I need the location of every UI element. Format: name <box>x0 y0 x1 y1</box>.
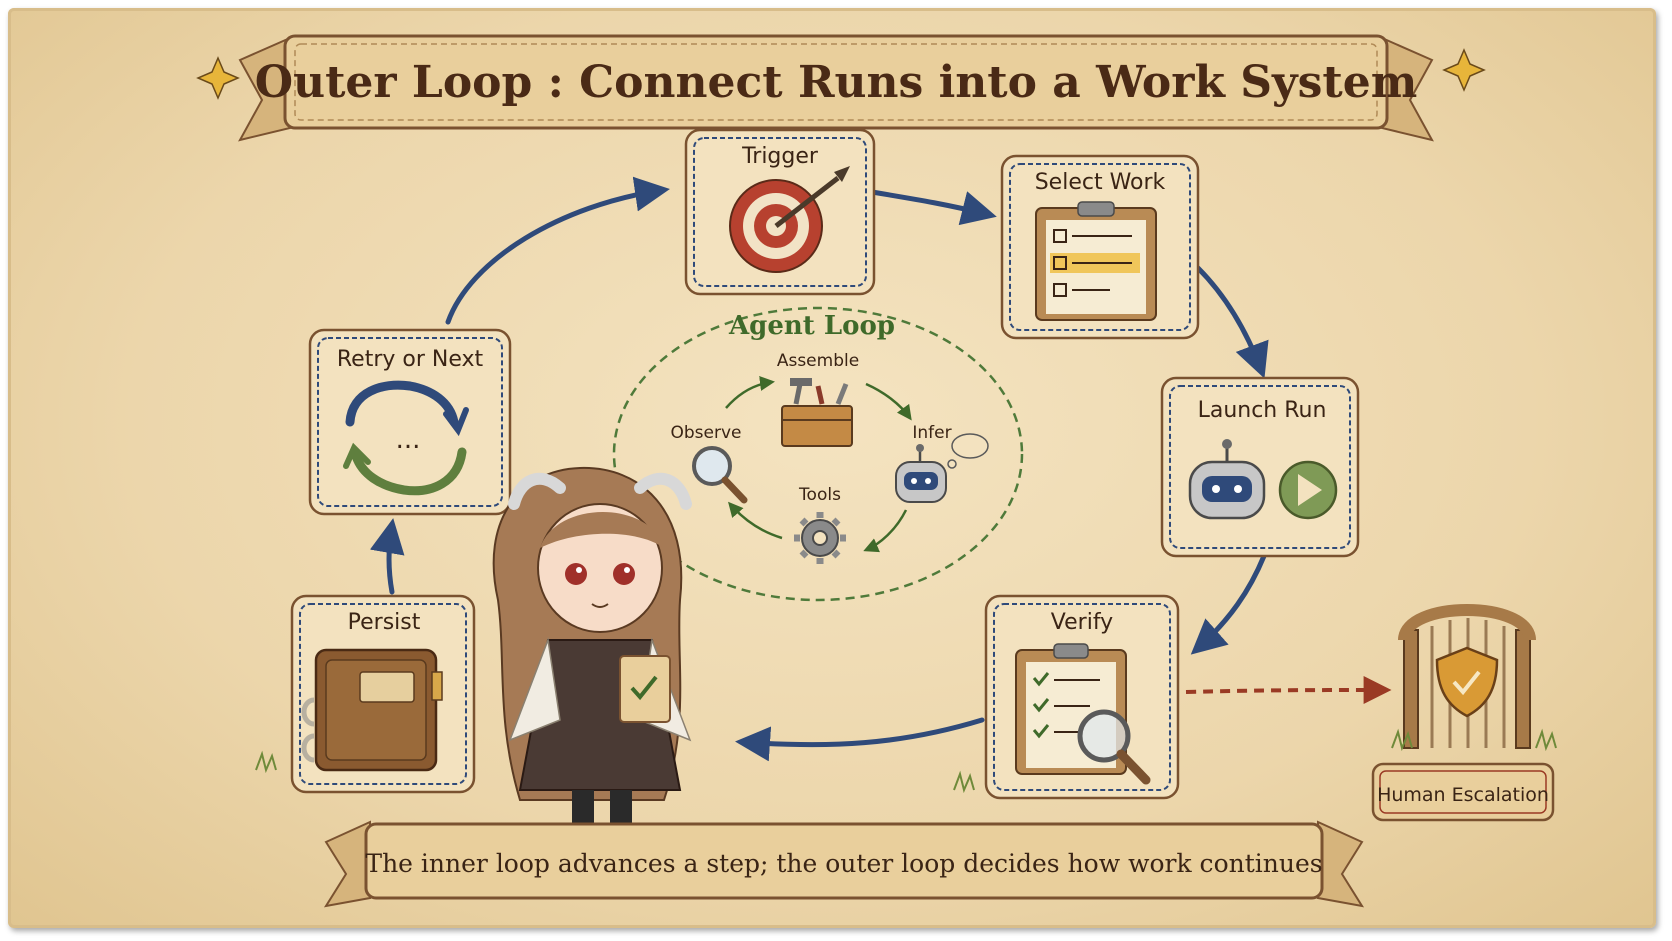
agent-loop: Agent Loop Assemble Infer <box>612 306 1024 602</box>
agent-step-assemble-label: Assemble <box>777 351 859 371</box>
target-icon <box>729 166 850 273</box>
agent-step-infer-label: Infer <box>912 423 951 443</box>
robot-icon <box>1188 439 1266 520</box>
step-retry-or-next: Retry or Next ... <box>308 328 512 516</box>
step-verify: Verify <box>984 594 1180 800</box>
step-select-work-label: Select Work <box>1035 170 1166 195</box>
agent-step-tools-label: Tools <box>798 485 841 505</box>
small-robot-icon <box>895 433 989 503</box>
step-persist: Persist <box>290 594 476 794</box>
escalation: Human Escalation <box>1185 604 1555 822</box>
sparkle-icon <box>196 48 1486 100</box>
agent-loop-arrows <box>725 376 912 553</box>
step-retry-or-next-label: Retry or Next <box>337 347 484 372</box>
page-title: Outer Loop : Connect Runs into a Work Sy… <box>255 57 1418 108</box>
clipboard-checklist-icon <box>1035 201 1157 321</box>
clipboard-magnifier-icon <box>1015 643 1151 785</box>
footer-caption: The inner loop advances a step; the oute… <box>365 849 1322 878</box>
character-illustration <box>492 466 692 846</box>
agent-step-observe-label: Observe <box>671 423 742 443</box>
human-escalation-label: Human Escalation <box>1377 784 1549 806</box>
step-select-work: Select Work <box>1000 154 1200 340</box>
step-launch-run: Launch Run <box>1160 376 1360 558</box>
step-launch-run-label: Launch Run <box>1198 398 1327 423</box>
agent-loop-title: Agent Loop <box>728 311 895 341</box>
refresh-cycle-icon <box>343 380 469 496</box>
step-persist-label: Persist <box>348 610 421 635</box>
step-verify-label: Verify <box>1051 610 1113 635</box>
book-icon <box>301 648 443 772</box>
gear-icon <box>794 512 846 564</box>
grass-decoration <box>255 728 1557 794</box>
toolbox-icon <box>781 378 853 447</box>
outer-loop-arrows <box>369 176 1269 762</box>
step-trigger: Trigger <box>684 128 876 296</box>
step-trigger-label: Trigger <box>741 144 819 169</box>
magnifier-icon <box>692 446 748 504</box>
footer-banner: The inner loop advances a step; the oute… <box>323 820 1365 908</box>
gate-shield-icon <box>1398 604 1536 749</box>
play-icon <box>1278 460 1338 520</box>
retry-ellipsis: ... <box>396 425 421 455</box>
title-banner: Outer Loop : Connect Runs into a Work Sy… <box>238 34 1434 142</box>
